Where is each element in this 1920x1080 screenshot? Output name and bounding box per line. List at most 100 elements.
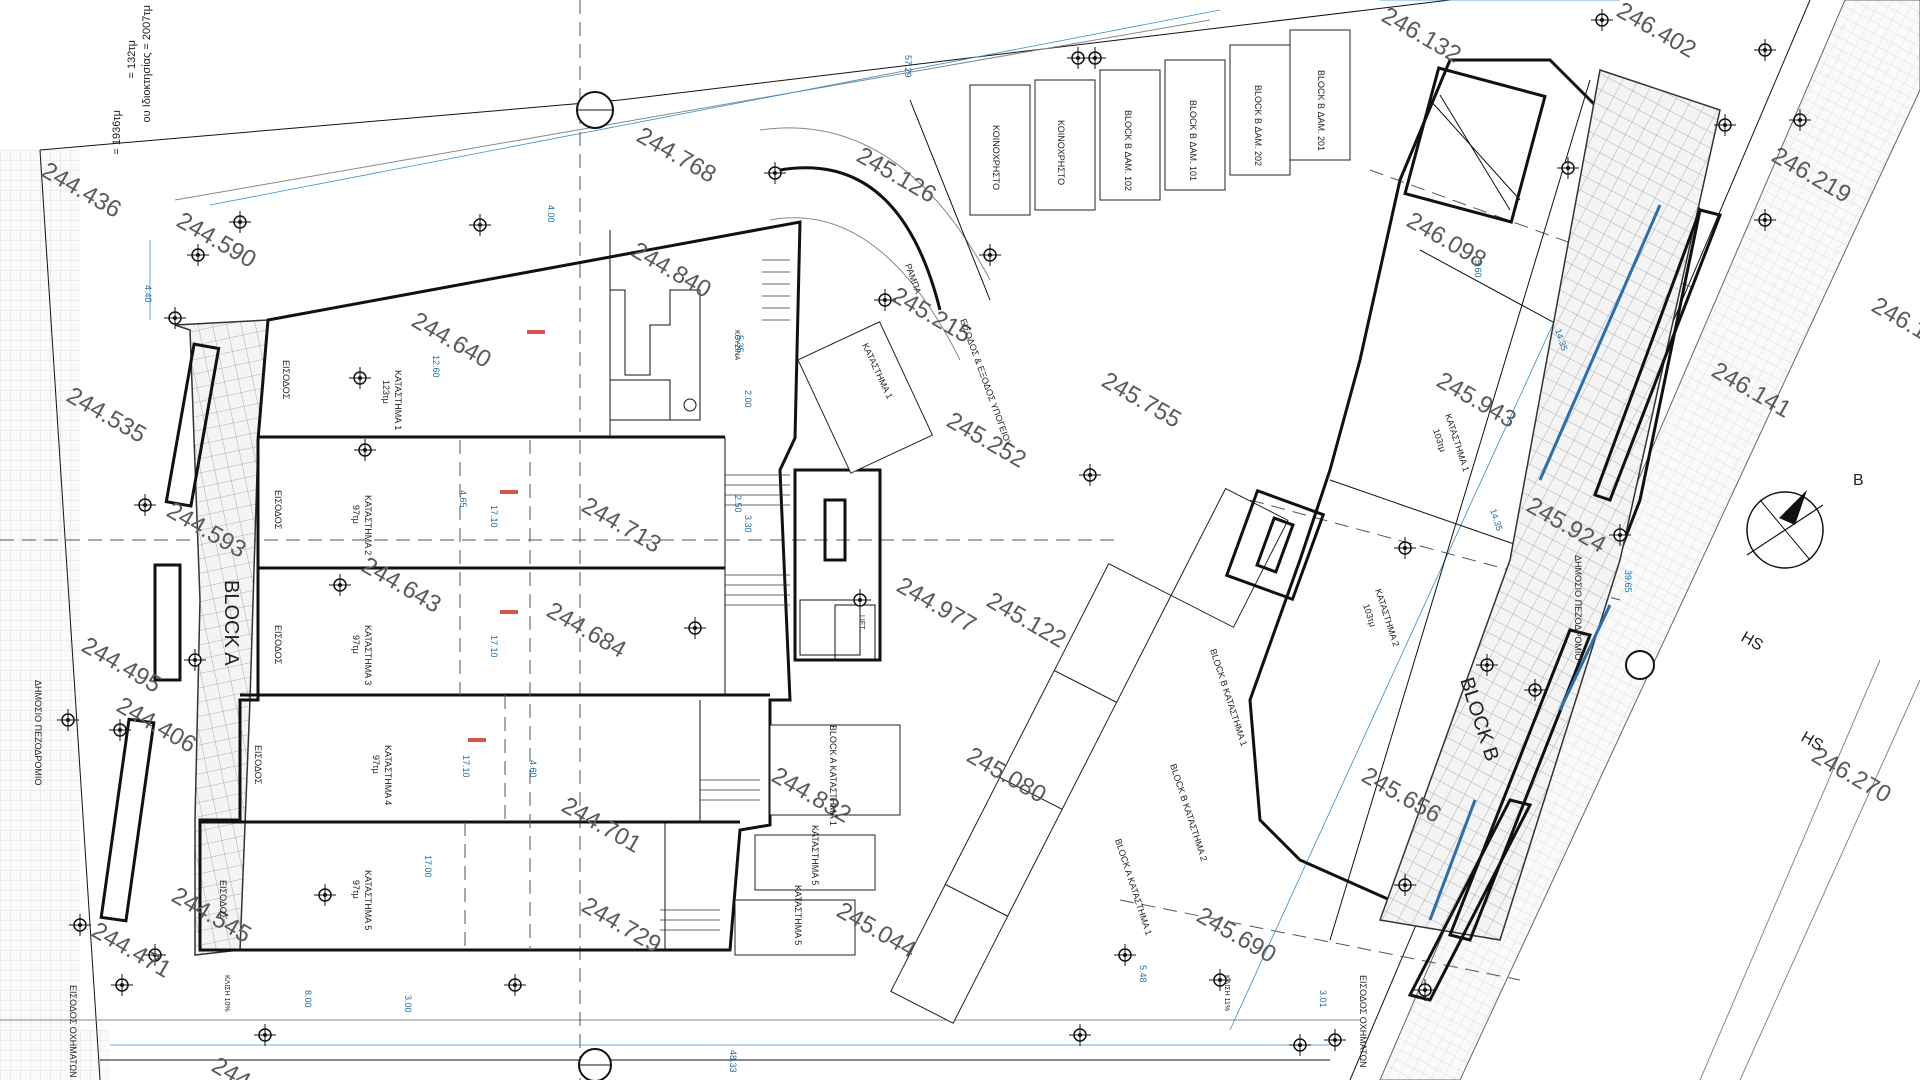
svg-text:244.701: 244.701 <box>557 792 646 859</box>
svg-text:LIFT: LIFT <box>858 615 865 630</box>
svg-text:BLOCK B ΔΑΜ. 202: BLOCK B ΔΑΜ. 202 <box>1253 85 1263 166</box>
svg-text:244.643: 244.643 <box>357 552 446 619</box>
svg-text:5.35: 5.35 <box>735 335 745 353</box>
shop-a4-dim: 17.10 <box>461 755 471 778</box>
svg-text:ΚΟΥΖΙΝΑ: ΚΟΥΖΙΝΑ <box>733 330 740 361</box>
shop-a5-area: 97τμ <box>351 880 361 899</box>
shop-a5-entrance: ΕΙΣΟΔΟΣ <box>218 880 228 920</box>
vehicle-entry-left: ΕΙΣΟΔΟΣ ΟΧΗΜΑΤΩΝ <box>68 985 78 1078</box>
site-boundary <box>39 0 1451 151</box>
svg-text:57.29: 57.29 <box>903 55 913 78</box>
hs-label-1: HS <box>1738 629 1766 655</box>
area-line-3: = 1936τμ <box>111 110 123 155</box>
svg-text:4.65: 4.65 <box>458 490 468 508</box>
svg-text:ΚΟΙΝΟΧΡΗΣΤΟ: ΚΟΙΝΟΧΡΗΣΤΟ <box>1056 120 1066 185</box>
svg-text:246.402: 246.402 <box>1612 0 1701 64</box>
svg-text:4.40: 4.40 <box>143 285 153 303</box>
svg-text:245.943: 245.943 <box>1432 367 1521 434</box>
svg-text:244.977: 244.977 <box>892 572 981 639</box>
svg-text:245.252: 245.252 <box>942 407 1031 474</box>
shop-a3-area: 97τμ <box>351 635 361 654</box>
svg-text:BLOCK B ΔΑΜ. 101: BLOCK B ΔΑΜ. 101 <box>1188 100 1198 181</box>
slope-label-2: ΚΛΙΣΗ 11% <box>1223 975 1230 1011</box>
shop-a2-dim: 17.10 <box>489 505 499 528</box>
block-a-label: BLOCK A <box>220 580 242 666</box>
svg-text:3.01: 3.01 <box>1318 990 1328 1008</box>
svg-text:39.65: 39.65 <box>1623 570 1633 593</box>
shop-a5-dim: 17.00 <box>423 855 433 878</box>
shop-a1-entrance: ΕΙΣΟΔΟΣ <box>281 360 291 400</box>
section-marker-bottom <box>578 1048 612 1080</box>
svg-text:244.471: 244.471 <box>87 917 176 984</box>
shop-a3-dim: 17.10 <box>489 635 499 658</box>
svg-text:4.00: 4.00 <box>546 205 556 223</box>
svg-text:244.768: 244.768 <box>632 122 721 189</box>
block-a-shops: ΚΑΤΑΣΤΗΜΑ 1 123τμ ΕΙΣΟΔΟΣ 12.60 ΚΑΤΑΣΤΗΜ… <box>218 355 499 930</box>
slope-label-1: ΚΛΙΣΗ 10% <box>223 975 230 1012</box>
area-summary: ου Ιδιοκτησίας = 2007τμ = 132τμ = 1936τμ <box>111 5 153 155</box>
svg-text:244.640: 244.640 <box>407 307 496 374</box>
left-pavement <box>0 150 80 1080</box>
svg-text:ΚΑΤΑΣΤΗΜΑ 5: ΚΑΤΑΣΤΗΜΑ 5 <box>810 825 820 885</box>
svg-text:244.684: 244.684 <box>542 597 631 664</box>
svg-text:8.00: 8.00 <box>303 990 313 1008</box>
shop-a2-name: ΚΑΤΑΣΤΗΜΑ 2 <box>363 495 373 555</box>
svg-text:3.30: 3.30 <box>743 515 753 533</box>
svg-text:244.713: 244.713 <box>577 492 666 559</box>
section-marker-right <box>1625 650 1655 680</box>
svg-text:5.48: 5.48 <box>1138 965 1148 983</box>
svg-text:244.1: 244.1 <box>207 1052 273 1080</box>
north-arrow <box>1746 490 1824 569</box>
vehicle-entry-right: ΕΙΣΟΔΟΣ ΟΧΗΜΑΤΩΝ <box>1358 975 1368 1068</box>
svg-text:3.00: 3.00 <box>403 995 413 1013</box>
svg-text:BLOCK B ΔΑΜ. 102: BLOCK B ΔΑΜ. 102 <box>1123 110 1133 191</box>
svg-text:244.590: 244.590 <box>172 207 261 274</box>
svg-text:2.00: 2.00 <box>743 390 753 408</box>
block-b-walkway <box>1378 69 1721 941</box>
svg-text:14.35: 14.35 <box>1488 508 1504 533</box>
svg-text:103τμ: 103τμ <box>1431 428 1448 454</box>
shop-a3-entrance: ΕΙΣΟΔΟΣ <box>273 625 283 665</box>
svg-text:ΚΑΤΑΣΤΗΜΑ 1: ΚΑΤΑΣΤΗΜΑ 1 <box>1443 413 1471 473</box>
shop-a2-area: 97τμ <box>351 505 361 524</box>
svg-text:BLOCK B ΚΑΤΑΣΤΗΜΑ 1: BLOCK B ΚΑΤΑΣΤΗΜΑ 1 <box>1208 648 1249 748</box>
svg-text:244.495: 244.495 <box>77 632 166 699</box>
basement-ramp <box>779 166 942 311</box>
svg-text:BLOCK A ΚΑΤΑΣΤΗΜΑ 1: BLOCK A ΚΑΤΑΣΤΗΜΑ 1 <box>828 725 838 826</box>
block-a-outline <box>198 220 802 952</box>
svg-text:4.60: 4.60 <box>528 760 538 778</box>
top-parking <box>969 29 1351 216</box>
svg-text:BLOCK A ΚΑΤΑΣΤΗΜΑ 1: BLOCK A ΚΑΤΑΣΤΗΜΑ 1 <box>1113 838 1154 937</box>
north-label: B <box>1853 472 1864 489</box>
svg-text:245.122: 245.122 <box>982 587 1071 654</box>
shop-a1-area: 123τμ <box>381 380 391 404</box>
svg-text:BLOCK B ΔΑΜ. 201: BLOCK B ΔΑΜ. 201 <box>1316 70 1326 151</box>
svg-text:245.690: 245.690 <box>1192 902 1281 969</box>
dimension-labels: 57.29 4.00 4.40 5.60 3.00 48.33 39.65 8.… <box>143 55 1633 1073</box>
section-marker-top <box>576 91 614 129</box>
svg-text:48.33: 48.33 <box>728 1050 738 1073</box>
shop-a2-entrance: ΕΙΣΟΔΟΣ <box>273 490 283 530</box>
svg-text:245.755: 245.755 <box>1097 367 1186 434</box>
svg-text:BLOCK B ΚΑΤΑΣΤΗΜΑ 2: BLOCK B ΚΑΤΑΣΤΗΜΑ 2 <box>1168 763 1209 863</box>
area-line-1: ου Ιδιοκτησίας = 2007τμ <box>141 5 153 122</box>
shop-a5-name: ΚΑΤΑΣΤΗΜΑ 5 <box>363 870 373 930</box>
shop-a3-name: ΚΑΤΑΣΤΗΜΑ 3 <box>363 625 373 685</box>
svg-text:5.60: 5.60 <box>1473 260 1483 278</box>
shop-a4-entrance: ΕΙΣΟΔΟΣ <box>253 745 263 785</box>
area-line-2: = 132τμ <box>126 40 138 79</box>
shop-a1-name: ΚΑΤΑΣΤΗΜΑ 1 <box>393 370 403 430</box>
svg-text:246.132: 246.132 <box>1377 2 1466 69</box>
svg-text:245.215: 245.215 <box>887 282 976 349</box>
block-a-parking <box>734 321 934 956</box>
bottom-left-pavement <box>0 1030 110 1080</box>
svg-text:ΚΑΤΑΣΤΗΜΑ 5: ΚΑΤΑΣΤΗΜΑ 5 <box>793 885 803 945</box>
svg-text:246.15: 246.15 <box>1867 292 1920 352</box>
block-b-stair-core <box>1224 66 1547 602</box>
svg-text:245.126: 245.126 <box>852 142 941 209</box>
pavement-right-label: ΔΗΜΟΣΙΟ ΠΕΖΟΔΡΟΜΙΟ <box>1573 555 1583 660</box>
svg-text:2.50: 2.50 <box>733 495 743 513</box>
shop-a4-name: ΚΑΤΑΣΤΗΜΑ 4 <box>383 745 393 805</box>
svg-text:ΚΟΙΝΟΧΡΗΣΤΟ: ΚΟΙΝΟΧΡΗΣΤΟ <box>991 125 1001 190</box>
